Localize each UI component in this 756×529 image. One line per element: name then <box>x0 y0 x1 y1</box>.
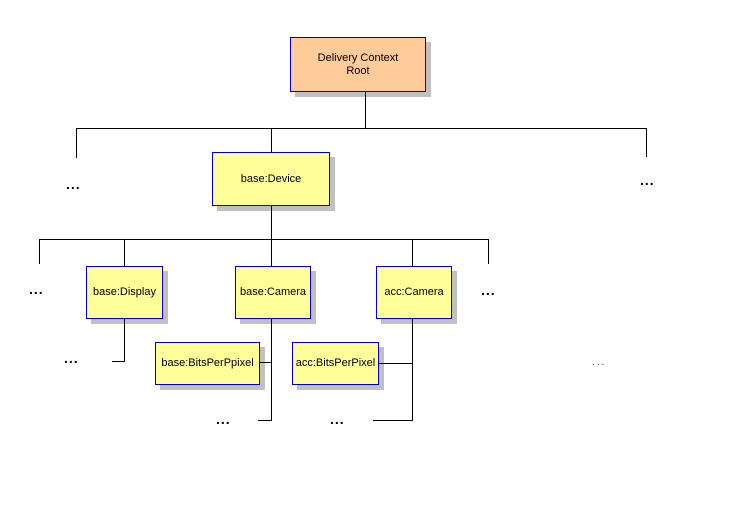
ellipsis-display-children: ... <box>64 350 79 366</box>
connector-level2-to-base-camera <box>271 239 272 266</box>
connector-level1-to-device <box>271 128 272 152</box>
connector-level1-right-stub <box>646 128 647 157</box>
ellipsis-level2-left: ... <box>29 281 44 297</box>
connector-level1-left-stub <box>76 128 77 158</box>
ellipsis-far-right: ... <box>592 357 607 368</box>
connector-level2-to-acc-camera <box>412 239 413 266</box>
connector-acc-camera-stub <box>373 420 413 421</box>
connector-base-bitsperpixel-link <box>260 362 272 363</box>
connector-level2-right-stub <box>488 239 489 264</box>
ellipsis-base-camera-children: ... <box>216 411 231 427</box>
connector-acc-bitsperpixel-link <box>379 363 413 364</box>
connector-acc-camera-down <box>412 319 413 421</box>
connector-base-camera-down <box>271 319 272 421</box>
ellipsis-level1-left: ... <box>66 176 81 192</box>
connector-level2-to-display <box>124 239 125 266</box>
node-delivery-context-root: Delivery Context Root <box>290 37 426 92</box>
node-base-display: base:Display <box>86 266 163 319</box>
node-acc-bitsperpixel: acc:BitsPerPixel <box>292 342 379 385</box>
node-base-camera: base:Camera <box>235 266 311 319</box>
connector-device-down <box>271 206 272 239</box>
connector-display-elbow <box>112 361 125 362</box>
connector-level2-left-stub <box>39 239 40 264</box>
ellipsis-level1-right: ... <box>640 172 655 188</box>
ellipsis-level2-right: ... <box>481 282 496 298</box>
connector-level1-horizontal <box>76 128 647 129</box>
node-acc-camera: acc:Camera <box>376 266 452 319</box>
connector-base-camera-stub <box>258 420 272 421</box>
connector-level2-horizontal <box>39 239 489 240</box>
node-base-device: base:Device <box>212 152 330 206</box>
ellipsis-acc-camera-children: ... <box>330 411 345 427</box>
connector-root-down <box>365 92 366 128</box>
connector-display-down <box>124 319 125 362</box>
node-base-bitsperpixel: base:BitsPerPpixel <box>155 342 260 385</box>
